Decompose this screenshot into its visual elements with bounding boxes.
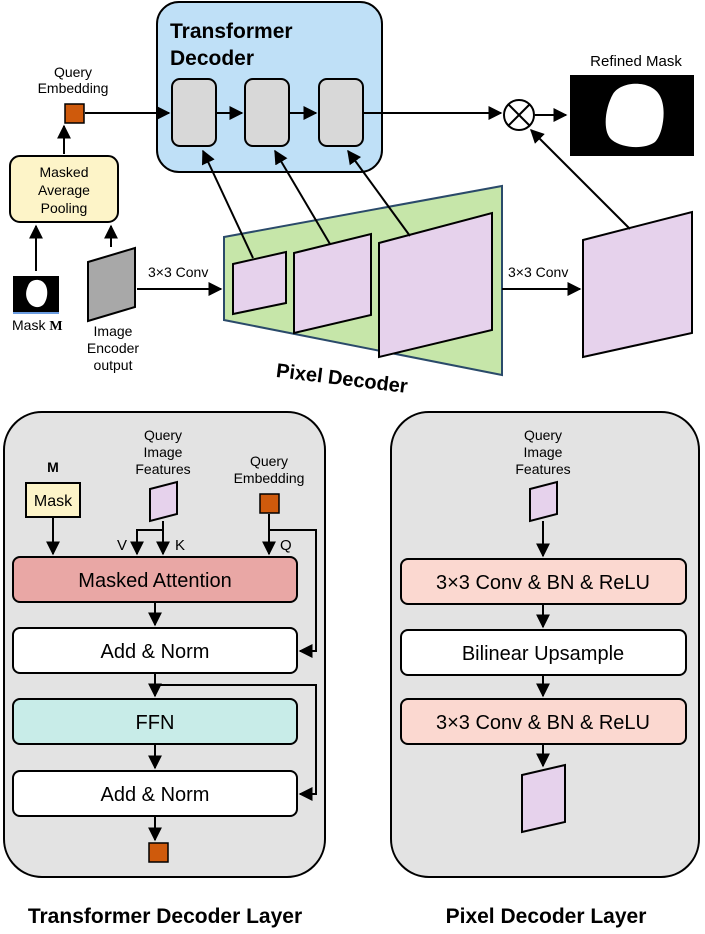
tl-output-square bbox=[148, 842, 169, 863]
add-norm-box-2 bbox=[12, 770, 298, 817]
conv-label-left: 3×3 Conv bbox=[148, 264, 208, 280]
pixel-feature-medium bbox=[293, 232, 372, 335]
image-encoder-label-2: Encoder bbox=[87, 340, 139, 356]
tl-mask-symbol: M bbox=[47, 459, 59, 475]
query-embedding-label-1: Query bbox=[54, 64, 92, 80]
image-encoder-label-3: output bbox=[94, 357, 133, 373]
masked-average-pooling-box bbox=[9, 155, 119, 223]
transformer-layer-caption: Transformer Decoder Layer bbox=[28, 905, 302, 928]
masked-attention-label: Masked Attention bbox=[78, 570, 231, 592]
masked-pool-label-2: Average bbox=[38, 182, 90, 198]
query-embedding-square bbox=[64, 103, 85, 124]
bilinear-upsample-label: Bilinear Upsample bbox=[462, 643, 624, 665]
tl-query-embedding-square bbox=[259, 493, 280, 514]
pl-output-feature bbox=[521, 763, 566, 834]
add-norm-box-1 bbox=[12, 627, 298, 674]
pl-conv-box-1 bbox=[400, 558, 687, 605]
image-encoder-output-block bbox=[87, 246, 136, 323]
transformer-decoder-title-line2: Decoder bbox=[170, 47, 254, 70]
pixel-feature-large bbox=[378, 211, 493, 359]
pixel-decoder-label: Pixel Decoder bbox=[275, 360, 409, 398]
tl-mask-label: Mask bbox=[34, 493, 73, 510]
add-norm-label-1: Add & Norm bbox=[101, 641, 210, 663]
tl-qif-label-3: Features bbox=[135, 461, 190, 477]
image-encoder-label-1: Image bbox=[94, 323, 133, 339]
tl-v-label: V bbox=[117, 537, 127, 554]
refined-mask-label: Refined Mask bbox=[590, 53, 682, 70]
pixel-layer-caption: Pixel Decoder Layer bbox=[446, 905, 647, 928]
ffn-box bbox=[12, 698, 298, 745]
tl-query-image-feature bbox=[149, 480, 178, 523]
pl-qif-label-3: Features bbox=[515, 461, 570, 477]
conv-label-right: 3×3 Conv bbox=[508, 264, 568, 280]
ffn-label: FFN bbox=[136, 712, 175, 734]
pl-query-image-feature bbox=[529, 480, 558, 523]
refined-mask-shape bbox=[605, 83, 664, 148]
pl-conv-label-1: 3×3 Conv & BN & ReLU bbox=[436, 572, 650, 594]
decoder-block-1 bbox=[171, 78, 217, 147]
tl-mask-box bbox=[25, 482, 81, 518]
tl-qif-label-2: Image bbox=[144, 444, 183, 460]
masked-attention-box bbox=[12, 556, 298, 603]
pl-conv-box-2 bbox=[400, 698, 687, 745]
decoder-block-3 bbox=[318, 78, 364, 147]
pl-qif-label-2: Image bbox=[524, 444, 563, 460]
pixel-feature-small bbox=[232, 250, 287, 316]
bilinear-upsample-box bbox=[400, 629, 687, 676]
tl-q-label: Q bbox=[280, 537, 292, 554]
tl-k-label: K bbox=[175, 537, 185, 554]
mask-m-label: Mask M bbox=[12, 317, 63, 334]
tl-qif-label-1: Query bbox=[144, 427, 182, 443]
pl-conv-label-2: 3×3 Conv & BN & ReLU bbox=[436, 712, 650, 734]
add-norm-label-2: Add & Norm bbox=[101, 784, 210, 806]
tl-qe-label-1: Query bbox=[250, 453, 288, 469]
masked-pool-label-1: Masked bbox=[39, 164, 88, 180]
mask-thumbnail-shape bbox=[26, 279, 48, 308]
output-feature-map bbox=[582, 210, 693, 359]
decoder-block-2 bbox=[244, 78, 290, 147]
tl-qe-label-2: Embedding bbox=[234, 470, 305, 486]
query-embedding-label-2: Embedding bbox=[38, 80, 109, 96]
masked-pool-label-3: Pooling bbox=[41, 200, 88, 216]
pl-qif-label-1: Query bbox=[524, 427, 562, 443]
transformer-decoder-title-line1: Transformer bbox=[170, 20, 293, 43]
